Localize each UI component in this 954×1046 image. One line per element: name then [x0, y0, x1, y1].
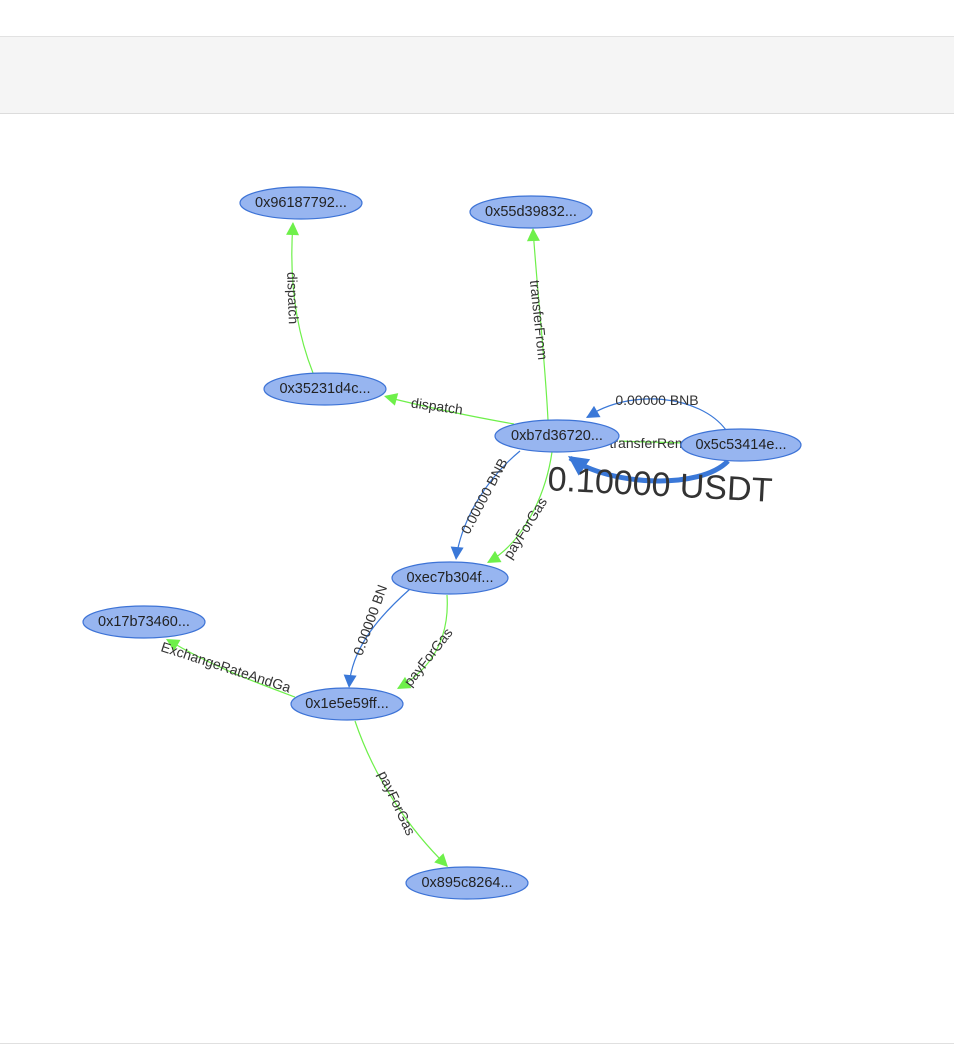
node-label: 0x17b73460...: [98, 614, 190, 630]
graph-node-n3[interactable]: 0x35231d4c...: [263, 372, 387, 406]
node-shape: [405, 866, 529, 900]
edge-arrowhead: [397, 676, 412, 689]
graph-edge-e2[interactable]: dispatch: [384, 393, 515, 425]
nodes-layer: 0x96187792... 0x55d39832... 0x35231d4c... 0…: [82, 186, 802, 900]
node-label: 0x35231d4c...: [279, 381, 370, 397]
edge-arrowhead: [286, 222, 300, 236]
bottom-divider: [0, 1043, 954, 1044]
graph-node-n4[interactable]: 0xb7d36720...: [494, 419, 620, 453]
node-shape: [239, 186, 363, 220]
edge-label: ExchangeRateAndGa: [159, 638, 293, 695]
edge-arrowhead: [384, 393, 399, 406]
edge-line: [532, 228, 549, 421]
graph-node-n8[interactable]: 0x1e5e59ff...: [290, 687, 404, 721]
node-label: 0xec7b304f...: [406, 570, 493, 586]
graph-node-n2[interactable]: 0x55d39832...: [469, 195, 593, 229]
edge-arrowhead: [568, 456, 591, 476]
edge-line: [291, 222, 314, 374]
edge-label: 0.00000 BNB: [457, 455, 510, 536]
graph-node-n5[interactable]: 0x5c53414e...: [680, 428, 802, 462]
edge-label: payForGas: [400, 625, 455, 689]
edge-label: payForGas: [500, 494, 550, 561]
node-shape: [82, 605, 206, 639]
graph-edge-e12[interactable]: payForGas: [354, 720, 448, 867]
edge-label: dispatch: [284, 272, 302, 325]
edge-label: 0.00000 BNB: [615, 392, 698, 408]
edge-line: [586, 398, 727, 431]
graph-edge-e4[interactable]: 0.00000 BNB: [586, 392, 727, 431]
edge-arrowhead: [343, 674, 357, 688]
edge-arrowhead: [434, 853, 448, 867]
graph-node-n9[interactable]: 0x895c8264...: [405, 866, 529, 900]
edge-line: [385, 396, 515, 425]
graph-node-n6[interactable]: 0xec7b304f...: [391, 561, 509, 595]
graph-edge-e10[interactable]: payForGas: [397, 594, 456, 689]
graph-node-n7[interactable]: 0x17b73460...: [82, 605, 206, 639]
graph-edge-e11[interactable]: ExchangeRateAndGa: [159, 638, 296, 698]
node-shape: [494, 419, 620, 453]
graph-edge-e6[interactable]: 0.10000 USDT: [547, 455, 774, 510]
graph-node-n1[interactable]: 0x96187792...: [239, 186, 363, 220]
toolbar: [0, 36, 954, 114]
node-shape: [469, 195, 593, 229]
node-shape: [391, 561, 509, 595]
edge-line: [348, 588, 411, 687]
edge-arrowhead: [586, 405, 601, 418]
edge-label: payForGas: [375, 768, 419, 838]
edge-line: [568, 455, 730, 484]
edge-line: [354, 720, 448, 867]
graph-edge-e3[interactable]: transferFrom: [526, 228, 551, 421]
node-label: 0x55d39832...: [485, 204, 577, 220]
node-label: 0x1e5e59ff...: [305, 696, 389, 712]
node-shape: [290, 687, 404, 721]
graph-edge-e5[interactable]: transferRem: [609, 435, 686, 451]
edge-arrowhead: [166, 639, 181, 652]
edge-label: 0.10000 USDT: [547, 460, 774, 510]
node-shape: [680, 428, 802, 462]
edge-arrowhead: [487, 550, 502, 563]
edge-arrowhead: [450, 546, 464, 560]
graph-edge-e1[interactable]: dispatch: [284, 222, 314, 374]
edge-label: 0.00000 BN: [350, 583, 390, 658]
edge-line: [455, 450, 521, 559]
node-label: 0x895c8264...: [421, 875, 512, 891]
edge-line: [487, 451, 553, 563]
node-label: 0x96187792...: [255, 195, 347, 211]
edge-line: [167, 639, 296, 698]
edge-label: transferFrom: [527, 279, 551, 360]
graph-edge-e9[interactable]: 0.00000 BN: [343, 583, 411, 688]
node-shape: [263, 372, 387, 406]
node-label: 0xb7d36720...: [511, 428, 603, 444]
edge-line: [618, 440, 683, 444]
edges-layer: dispatch dispatch transferFrom 0.00000 BNB t…: [159, 222, 773, 867]
edge-arrowhead: [526, 228, 540, 242]
node-label: 0x5c53414e...: [695, 437, 786, 453]
edge-label: dispatch: [410, 394, 464, 417]
edge-label: transferRem: [609, 435, 686, 451]
